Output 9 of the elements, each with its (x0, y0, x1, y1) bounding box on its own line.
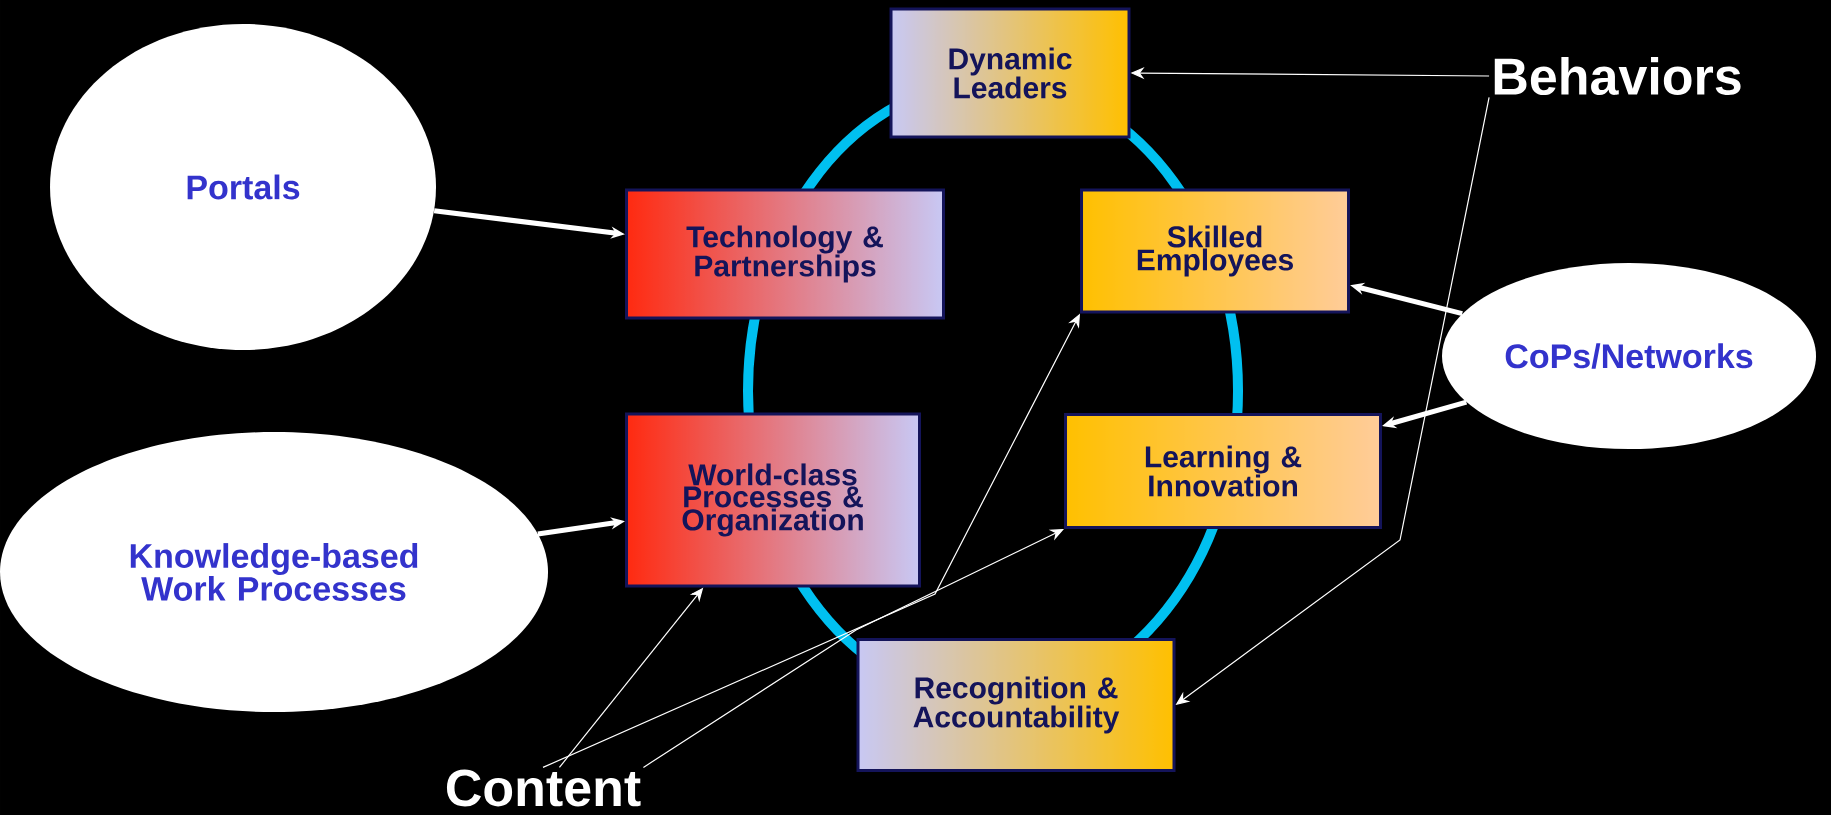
process-box: Recognition & Accountability (856, 638, 1176, 772)
label-text: Behaviors (1494, 56, 1741, 96)
arrow (642, 529, 1064, 768)
process-box: World-class Processes & Organization (625, 412, 921, 588)
process-box: Learning & Innovation (1064, 413, 1382, 529)
process-box: Dynamic Leaders (889, 7, 1131, 139)
process-box: Technology & Partnerships (625, 188, 945, 320)
label-text: Content (446, 769, 641, 807)
process-box: Skilled Employees (1080, 188, 1350, 314)
